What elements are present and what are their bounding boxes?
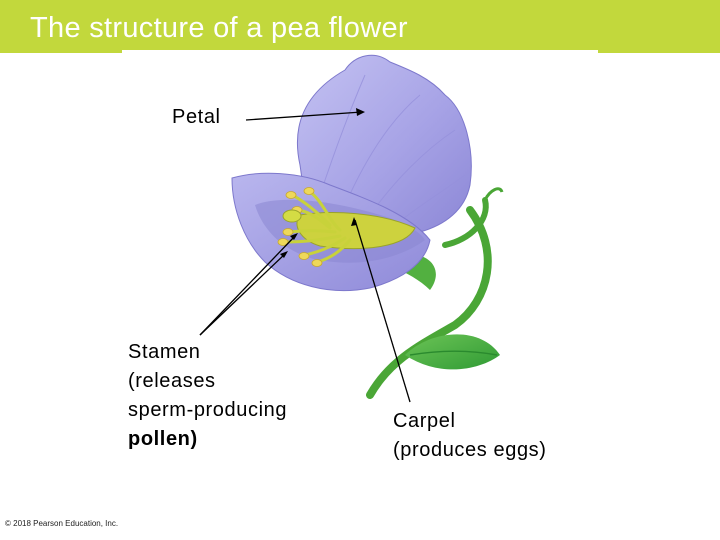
stamen-leader-1 (199, 234, 297, 336)
carpel-label-line: Carpel (393, 410, 456, 432)
stamen-label: Stamen (releases sperm-producing pollen) (128, 338, 287, 454)
stamen-label-line: pollen) (128, 425, 287, 454)
leader-lines (199, 111, 411, 403)
stamen-label-line: Stamen (128, 341, 201, 363)
carpel-label-line: (produces eggs) (393, 439, 547, 461)
title-underline (122, 50, 598, 54)
arrow-heads (280, 108, 365, 258)
carpel-leader (354, 219, 411, 403)
stamen-label-line: (releases (128, 370, 216, 392)
stamen-label-line: sperm-producing (128, 399, 288, 421)
title-bar (0, 0, 720, 53)
tendril (483, 187, 504, 201)
copyright-notice: © 2018 Pearson Education, Inc. (5, 519, 119, 528)
stigma (282, 209, 302, 223)
stem (366, 206, 492, 399)
petal-label: Petal (172, 106, 221, 128)
stamen-leader-2 (199, 252, 287, 336)
carpel-label: Carpel (produces eggs) (393, 407, 547, 465)
slide-title: The structure of a pea flower (30, 12, 408, 44)
anthers (277, 187, 323, 267)
petal-leader (245, 111, 363, 121)
stamen-label-bold: pollen) (128, 428, 198, 450)
leaf-vein (409, 350, 498, 356)
stem-branch (442, 197, 489, 248)
